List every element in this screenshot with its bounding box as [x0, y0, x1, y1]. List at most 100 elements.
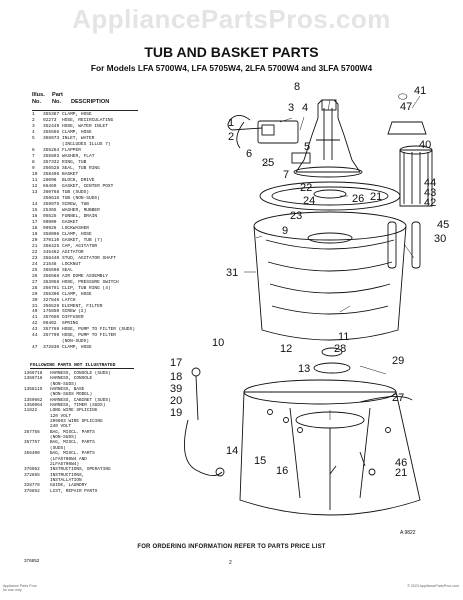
illus-no: 4 — [32, 129, 35, 135]
callout-number: 29 — [392, 355, 404, 367]
callout-number: 31 — [226, 267, 238, 279]
part-description: INSTRUCTIONS, OPERATING — [50, 467, 111, 473]
part-no: 363958 — [43, 279, 60, 285]
part-no: 328778 — [24, 483, 40, 489]
part-no: 175850 — [43, 309, 60, 315]
part-no: 345462 — [43, 249, 60, 255]
part-description: GUIDE, LAUNDRY — [50, 483, 87, 489]
not-illustrated-row: (NON-SUDS) — [24, 382, 164, 387]
part-description: WASHER, FLAT — [62, 153, 95, 159]
part-description: HOSE, RECIRCULATING — [62, 117, 114, 123]
part-description: INSTRUCTIONS, — [50, 472, 85, 478]
not-illustrated-row: INSTALLATION — [24, 478, 164, 483]
illus-no: 29 — [32, 291, 38, 297]
illus-no: 12 — [32, 183, 38, 189]
part-no: 366073 — [43, 135, 60, 141]
part-no: 357332 — [43, 159, 60, 165]
part-description: AIR DOME ASSEMBLY — [62, 273, 108, 279]
part-no: 28096 — [43, 177, 57, 183]
drain-hose-drawing — [183, 419, 223, 476]
illus-header-line2: No. — [32, 99, 42, 105]
part-no: 1369718 — [24, 371, 43, 376]
part-no: 1359064 — [24, 403, 43, 409]
part-description: SCREW (2) — [62, 309, 87, 315]
description-header: DESCRIPTION — [71, 99, 110, 105]
part-description: 2LFA5700W4) — [50, 461, 79, 467]
callout-number: 4 — [302, 102, 308, 114]
part-description: BASKET — [62, 171, 79, 177]
part-no: 357756 — [24, 429, 40, 435]
illus-no: 16 — [32, 213, 38, 219]
part-description: SPRING — [62, 321, 79, 327]
basket-top-drawing — [253, 211, 407, 241]
illus-header-line1: Illus. — [32, 92, 45, 98]
not-illustrated-row: 376052 INSTRUCTIONS, OPERATING — [24, 467, 164, 472]
latch-drawing — [368, 468, 376, 476]
illus-no: 47 — [32, 345, 38, 351]
not-illustrated-row: 120 VOLT — [24, 414, 164, 419]
part-description: GASKET — [62, 219, 79, 225]
part-no: 25365 — [43, 207, 57, 213]
callout-number: 27 — [392, 392, 404, 404]
callout-number: 2 — [228, 131, 234, 143]
part-no: 358425 — [43, 243, 60, 249]
part-description: LATCH — [62, 297, 76, 303]
part-no: 1359662 — [24, 397, 43, 403]
part-description: AGITATOR — [62, 249, 84, 255]
callout-number: 21 — [370, 191, 382, 203]
part-no: 356791 — [43, 285, 60, 291]
part-description: CLAMP, HOSE — [62, 112, 92, 117]
callout-number: 3 — [288, 102, 294, 114]
part-no: 365508 — [43, 267, 60, 273]
callout-number: 17 — [170, 357, 182, 369]
part-description: (LFA5700W4 AND — [50, 456, 87, 462]
not-illustrated-row: (SUDS) — [24, 446, 164, 451]
illus-no: 28 — [32, 285, 38, 291]
part-description: GASKET, TUB (7) — [62, 237, 103, 243]
callout-number: 12 — [280, 343, 292, 355]
part-description: HOSE, PUMP TO FILTER — [62, 333, 117, 339]
part-no: 356400 — [24, 451, 40, 457]
part-description: CLAMP, HOSE — [62, 231, 92, 237]
part-description: HOSE, WATER INLET — [62, 123, 108, 129]
leader-lines — [244, 95, 421, 420]
copyright-left-line2: for use only — [3, 588, 22, 593]
part-description: BAG, MISCL. PARTS — [50, 429, 95, 435]
part-description: (NON-SUDS) — [50, 435, 77, 441]
part-no: 357650 — [43, 315, 60, 321]
part-no: 356568 — [43, 273, 60, 279]
part-description: ELEMENT, FILTER — [62, 303, 103, 309]
part-no: 352449 — [43, 123, 60, 129]
part-description: (SUDS) — [50, 445, 66, 451]
illus-no: 43 — [32, 327, 38, 333]
illus-no: 9 — [32, 165, 35, 171]
washer-drawing — [291, 152, 311, 164]
illus-no: 27 — [32, 279, 38, 285]
inlet-hose-drawing — [227, 115, 263, 131]
part-no: 11822 — [24, 408, 38, 414]
part-no: 376052 — [24, 467, 40, 473]
part-no: 355367 — [43, 112, 60, 117]
part-no: 327846 — [43, 297, 60, 303]
callout-number: 41 — [414, 85, 426, 97]
illus-no: 6 — [32, 147, 35, 153]
callout-number: 14 — [226, 445, 238, 457]
callout-number: 45 — [437, 219, 449, 231]
part-description: FUNNEL, DRAIN — [62, 213, 98, 219]
part-description: BAG, MISCL. PARTS — [50, 440, 95, 446]
part-description: HOSE, PRESSURE SWITCH — [62, 279, 119, 285]
illus-no: 17 — [32, 219, 38, 225]
